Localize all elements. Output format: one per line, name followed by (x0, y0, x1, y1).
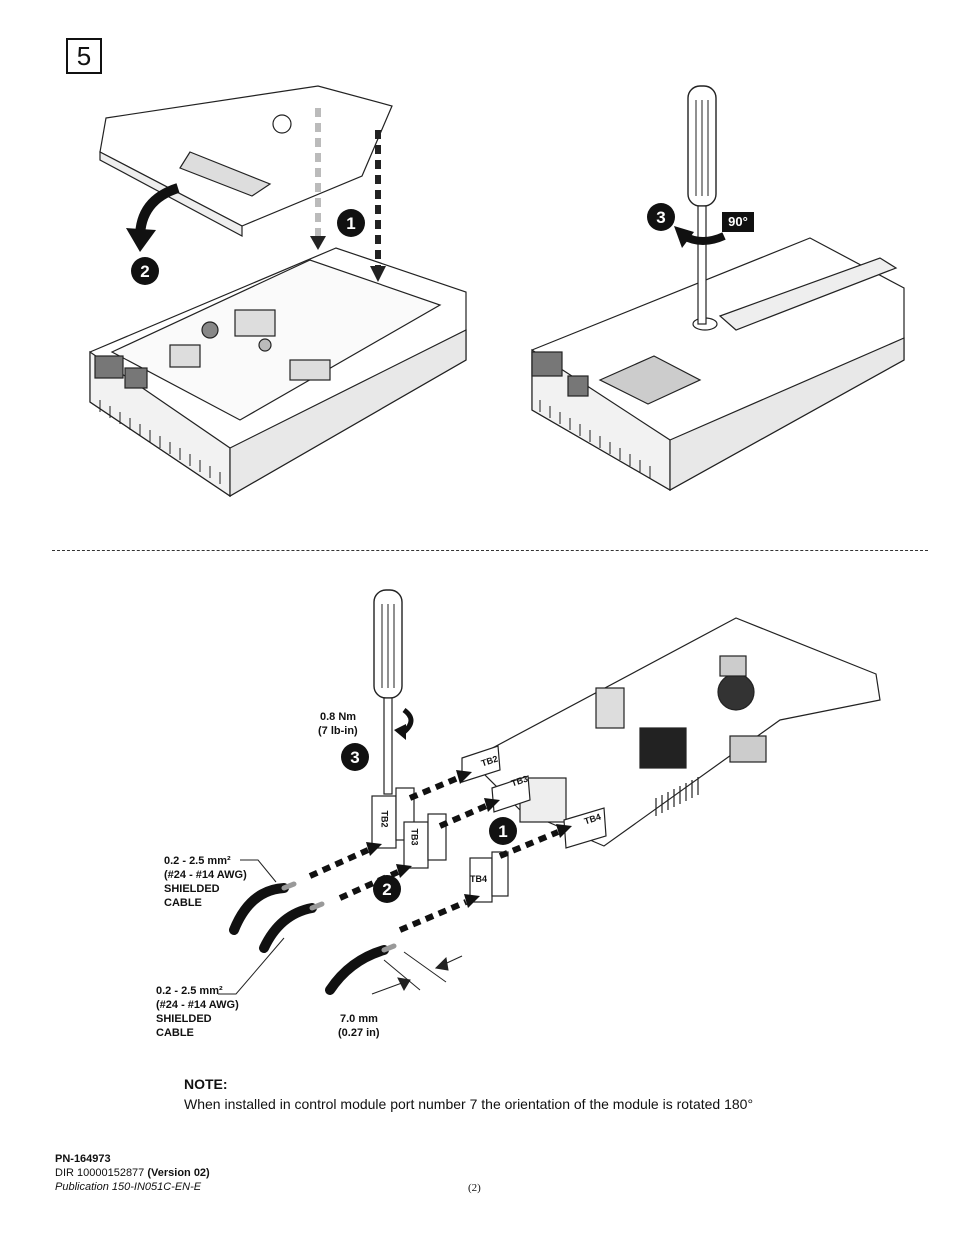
left-base-vents (99, 400, 221, 484)
part-number: PN-164973 (55, 1153, 111, 1165)
svg-text:1: 1 (346, 214, 355, 233)
svg-text:2: 2 (140, 262, 149, 281)
top-callout-2: 2 (131, 257, 159, 285)
top-callout-3: 3 (647, 203, 675, 231)
rotate-cover-arrow (126, 183, 180, 252)
note-text: When installed in control module port nu… (184, 1096, 754, 1112)
screwdriver-top (687, 85, 717, 325)
svg-text:3: 3 (350, 748, 359, 767)
bottom-callout-1: 1 (489, 817, 517, 845)
insertion-arrowheads (366, 770, 572, 908)
strip-length-dimension (371, 951, 463, 995)
torque-arrow (394, 707, 414, 740)
strip-length: 7.0 mm (340, 1013, 378, 1025)
version-label: (Version 02) (147, 1167, 210, 1179)
insertion-arrows (308, 775, 560, 933)
cable-label-2: 0.2 - 2.5 mm² (#24 - #14 AWG) SHIELDED C… (156, 985, 239, 1039)
bottom-illustration (218, 589, 881, 995)
shielded-cables (229, 883, 389, 995)
dir-line: DIR 10000152877 (Version 02) (55, 1166, 210, 1180)
cover-guide-arrows (310, 108, 386, 282)
bottom-callout-3: 3 (341, 743, 369, 771)
torque-imperial: (7 lb-in) (318, 725, 358, 737)
terminal-plugs (371, 787, 509, 903)
svg-text:3: 3 (656, 208, 665, 227)
publication-number: Publication 150-IN051C-EN-E (55, 1181, 202, 1193)
board-sockets (461, 745, 607, 849)
section-divider (52, 550, 928, 551)
torque-value: 0.8 Nm (320, 711, 357, 723)
cable-leader-lines (218, 859, 285, 995)
top-illustration (89, 85, 905, 498)
tb3-plug-label: TB3 (409, 828, 420, 846)
strip-length-imperial: (0.27 in) (338, 1027, 380, 1039)
cable-label-1: 0.2 - 2.5 mm² (#24 - #14 AWG) SHIELDED C… (164, 855, 247, 909)
svg-text:1: 1 (498, 822, 507, 841)
tb4-plug-label: TB4 (470, 874, 488, 884)
pcb-pin-header (655, 777, 699, 816)
dir-prefix: DIR 10000152877 (55, 1167, 148, 1179)
rotate-90-arrow (674, 226, 726, 248)
bottom-callout-2: 2 (373, 875, 401, 903)
right-module-closed (531, 237, 905, 492)
tb2-plug-label: TB2 (379, 810, 390, 828)
right-base-vents (539, 400, 651, 478)
pcb-board (469, 617, 881, 847)
svg-text:2: 2 (382, 880, 391, 899)
page-number: (2) (468, 1182, 481, 1194)
stripped-wire-ends (281, 881, 397, 953)
step-number-box: 5 (66, 38, 102, 74)
top-callout-1: 1 (337, 209, 365, 237)
note-title: NOTE: (184, 1076, 228, 1092)
angle-label: 90° (722, 212, 754, 232)
screwdriver-bottom (373, 589, 403, 795)
left-module-base (89, 247, 467, 498)
